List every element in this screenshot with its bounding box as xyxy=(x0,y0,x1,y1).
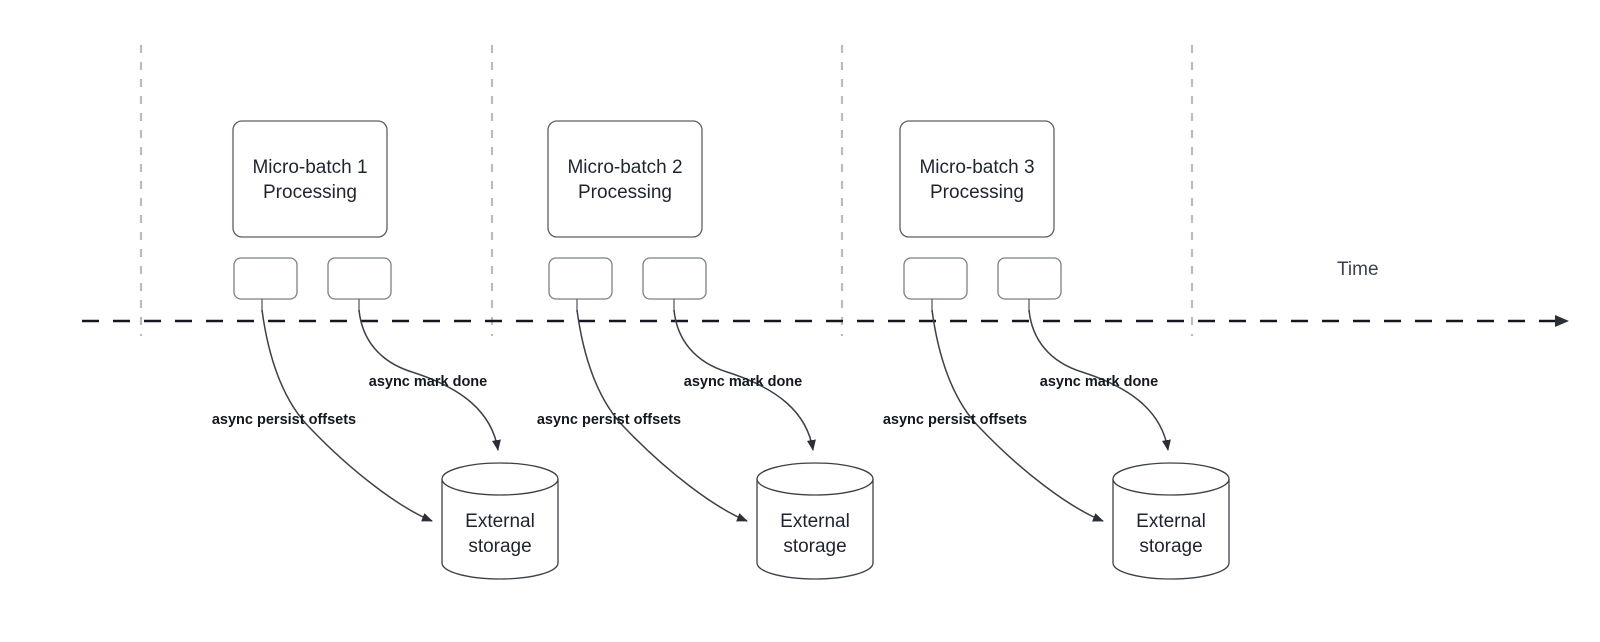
micro-batch-1-mark-done-label: async mark done xyxy=(369,374,487,390)
external-storage-3[interactable]: External storage xyxy=(1112,462,1230,580)
micro-batch-1-mark-done-arrow xyxy=(358,309,501,451)
micro-batch-group-3: Micro-batch 3 Processing async persist o… xyxy=(883,120,1230,580)
external-storage-2-label-line1: External xyxy=(780,511,850,532)
micro-batch-2-label-line1: Micro-batch 2 xyxy=(567,157,682,178)
external-storage-2-label-line2: storage xyxy=(783,536,846,557)
micro-batch-2-mark-done-arrow xyxy=(673,309,816,451)
micro-batch-3-persist-offsets-label: async persist offsets xyxy=(883,412,1027,428)
micro-batch-3-mark-done-arrow xyxy=(1028,309,1171,451)
external-storage-3-label-line2: storage xyxy=(1139,536,1202,557)
external-storage-2-body[interactable] xyxy=(756,479,874,580)
external-storage-2[interactable]: External storage xyxy=(756,462,874,580)
micro-batch-group-2: Micro-batch 2 Processing async persist o… xyxy=(537,120,874,580)
external-storage-3-label-line1: External xyxy=(1136,511,1206,532)
micro-batch-2-label-line2: Processing xyxy=(578,182,672,203)
time-axis: Time xyxy=(82,259,1569,327)
time-axis-label: Time xyxy=(1337,259,1379,280)
external-storage-1-top xyxy=(441,462,559,496)
micro-batch-3-label-line1: Micro-batch 3 xyxy=(919,157,1034,178)
micro-batch-2-mark-done-label: async mark done xyxy=(684,374,802,390)
micro-batch-1-box-rect[interactable] xyxy=(232,120,388,238)
timeline-ticks xyxy=(139,45,1194,336)
micro-batch-3-box[interactable]: Micro-batch 3 Processing xyxy=(899,120,1055,238)
micro-batch-2-task-box-left[interactable] xyxy=(548,257,613,300)
micro-batch-3-persist-offsets-arrow xyxy=(931,309,1104,522)
micro-batch-2-box[interactable]: Micro-batch 2 Processing xyxy=(547,120,703,238)
micro-batch-3-label-line2: Processing xyxy=(930,182,1024,203)
micro-batch-1-label-line2: Processing xyxy=(263,182,357,203)
micro-batch-2-persist-offsets-label: async persist offsets xyxy=(537,412,681,428)
external-storage-1-body[interactable] xyxy=(441,479,559,580)
micro-batch-1-task-box-right[interactable] xyxy=(327,257,392,300)
micro-batch-1-label-line1: Micro-batch 1 xyxy=(252,157,367,178)
micro-batch-1-persist-offsets-arrow xyxy=(261,309,433,522)
micro-batch-3-box-rect[interactable] xyxy=(899,120,1055,238)
micro-batch-1-box[interactable]: Micro-batch 1 Processing xyxy=(232,120,388,238)
micro-batch-3-task-box-left[interactable] xyxy=(903,257,968,300)
micro-batch-2-persist-offsets-arrow xyxy=(576,309,748,522)
micro-batch-3-mark-done-label: async mark done xyxy=(1040,374,1158,390)
micro-batch-1-persist-offsets-label: async persist offsets xyxy=(212,412,356,428)
micro-batch-2-task-box-right[interactable] xyxy=(642,257,707,300)
external-storage-3-body[interactable] xyxy=(1112,479,1230,580)
micro-batch-3-task-box-right[interactable] xyxy=(997,257,1062,300)
micro-batch-group-1: Micro-batch 1 Processing async persist o… xyxy=(212,120,559,580)
micro-batch-1-task-box-left[interactable] xyxy=(233,257,298,300)
external-storage-2-top xyxy=(756,462,874,496)
micro-batch-2-box-rect[interactable] xyxy=(547,120,703,238)
external-storage-3-top xyxy=(1112,462,1230,496)
external-storage-1-label-line2: storage xyxy=(468,536,531,557)
external-storage-1-label-line1: External xyxy=(465,511,535,532)
external-storage-1[interactable]: External storage xyxy=(441,462,559,580)
